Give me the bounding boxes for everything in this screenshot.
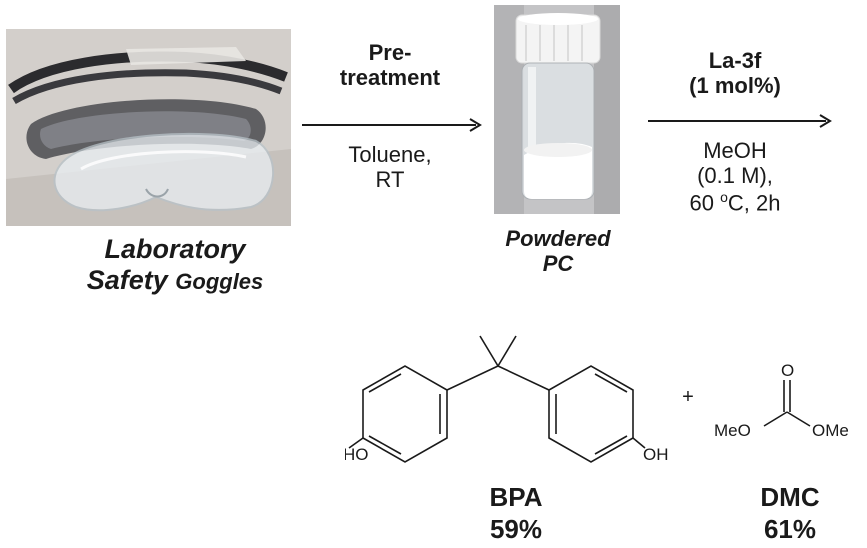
pc-caption-line2: PC	[542, 251, 574, 277]
step2-solvent: MeOH	[703, 138, 767, 163]
dmc-carbonyl-oxygen: O	[781, 361, 794, 380]
step2-below-label: MeOH (0.1 M), 60 oC, 2h	[655, 138, 815, 215]
pc-caption: Powdered PC	[488, 226, 628, 277]
bpa-product-label: BPA 59%	[456, 482, 576, 545]
vial-photo	[494, 5, 620, 214]
step2-above-label: La-3f (1 mol%)	[655, 48, 815, 99]
bpa-structure: HO OH	[345, 335, 669, 464]
step1-below-label: Toluene, RT	[320, 142, 460, 193]
bpa-yield: 59%	[489, 513, 543, 544]
goggles-caption-safety: Safety	[86, 265, 168, 296]
step1-above-label: Pre- treatment	[320, 40, 460, 91]
goggles-photo	[6, 29, 291, 226]
bpa-name: BPA	[489, 482, 543, 512]
degree-symbol: o	[720, 188, 728, 205]
step2-concentration: (0.1 M),	[697, 163, 773, 189]
plus-sign: +	[682, 386, 694, 408]
step1-above-line1: Pre-	[368, 40, 412, 65]
dmc-product-label: DMC 61%	[730, 482, 850, 545]
temperature-value: 60	[689, 189, 721, 215]
step1-above-line2: treatment	[339, 65, 441, 91]
pc-caption-line1: Powdered	[505, 226, 611, 251]
catalyst-loading: (1 mol%)	[689, 73, 781, 99]
goggles-caption: Laboratory Safety Goggles	[70, 234, 280, 296]
dmc-name: DMC	[760, 482, 820, 512]
step1-temperature: RT	[375, 167, 405, 193]
catalyst-name: La-3f	[708, 48, 762, 73]
goggles-caption-line1: Laboratory	[104, 234, 246, 264]
reaction-arrow-2	[648, 114, 832, 128]
dmc-meo-label: MeO	[714, 421, 751, 440]
temperature-unit: C, 2h	[727, 189, 781, 215]
step1-solvent: Toluene,	[348, 142, 432, 167]
step2-conditions: 60 oC, 2h	[655, 189, 815, 216]
reaction-arrow-1	[302, 118, 482, 132]
bpa-oh-label: OH	[643, 445, 669, 464]
goggles-caption-line2: Safety Goggles	[70, 265, 280, 296]
dmc-yield: 61%	[763, 513, 817, 544]
goggles-caption-goggles: Goggles	[175, 269, 264, 295]
dmc-structure: O MeO OMe	[714, 361, 849, 440]
bpa-ho-label: HO	[345, 445, 369, 464]
dmc-ome-label: OMe	[812, 421, 849, 440]
